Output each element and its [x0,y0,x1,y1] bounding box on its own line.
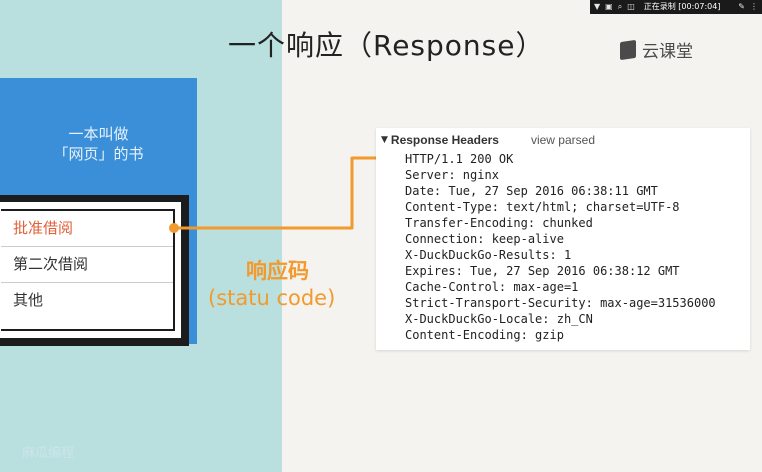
header-line: Date: Tue, 27 Sep 2016 06:38:11 GMT [405,184,658,198]
view-parsed-link[interactable]: view parsed [530,133,595,147]
header-line: Server: nginx [405,168,499,182]
watermark: 麻瓜编程 [22,446,75,461]
dropdown-icon[interactable]: ▼ [594,2,601,11]
header-line: Content-Encoding: gzip [405,328,564,342]
library-card-inner: 批准借阅 第二次借阅 其他 [0,202,181,338]
header-line: HTTP/1.1 200 OK [405,152,514,166]
collapse-triangle-icon[interactable]: ▼ [381,135,388,145]
pen-icon[interactable]: ✎ [738,2,745,11]
zoom-icon[interactable]: ⌕ [617,2,623,11]
library-card-frame: 批准借阅 第二次借阅 其他 [1,209,175,331]
header-line: Expires: Tue, 27 Sep 2016 06:38:12 GMT [405,264,680,278]
response-headers-header[interactable]: ▼ Response Headers view parsed [381,133,595,147]
header-line: Content-Type: text/html; charset=UTF-8 [405,200,680,214]
book-subtitle-line: 「网页」的书 [53,145,144,163]
library-card: 批准借阅 第二次借阅 其他 [0,195,189,346]
card-row-other: 其他 [13,291,44,309]
more-icon[interactable]: ⋮ [750,2,758,11]
book-logo-icon [620,39,636,60]
status-code-label: 响应码 [246,259,309,283]
window-icon[interactable]: ▣ [605,2,613,11]
header-line: Cache-Control: max-age=1 [405,280,579,294]
header-line: Strict-Transport-Security: max-age=31536… [405,296,716,310]
header-line: Transfer-Encoding: chunked [405,216,593,230]
response-headers-title: Response Headers [390,133,499,147]
card-row-second-borrow: 第二次借阅 [1,247,173,283]
header-line: Connection: keep-alive [405,232,564,246]
header-line: X-DuckDuckGo-Locale: zh_CN [405,312,593,326]
response-headers-panel: ▼ Response Headers view parsed HTTP/1.1 … [376,128,750,350]
brand-logo: 云课堂 [620,37,693,62]
recording-status: 正在录制 [00:07:04] [643,2,721,11]
snapshot-icon[interactable]: ◫ [627,2,635,11]
status-code-sublabel: (statu code) [208,286,336,310]
card-row-approved: 批准借阅 [1,211,173,247]
book-subtitle: 一本叫做 「网页」的书 [0,124,197,164]
book-subtitle-line: 一本叫做 [68,125,129,143]
header-line: X-DuckDuckGo-Results: 1 [405,248,572,262]
slide-title: 一个响应（Response） [228,29,545,62]
brand-name: 云课堂 [642,42,693,62]
response-headers-list: HTTP/1.1 200 OK Server: nginx Date: Tue,… [405,151,716,343]
recording-toolbar: ▼ ▣ ⌕ ◫ 正在录制 [00:07:04] ✎ ⋮ [590,0,762,14]
book-illustration: 一本叫做 「网页」的书 批准借阅 第二次借阅 其他 [0,78,197,346]
